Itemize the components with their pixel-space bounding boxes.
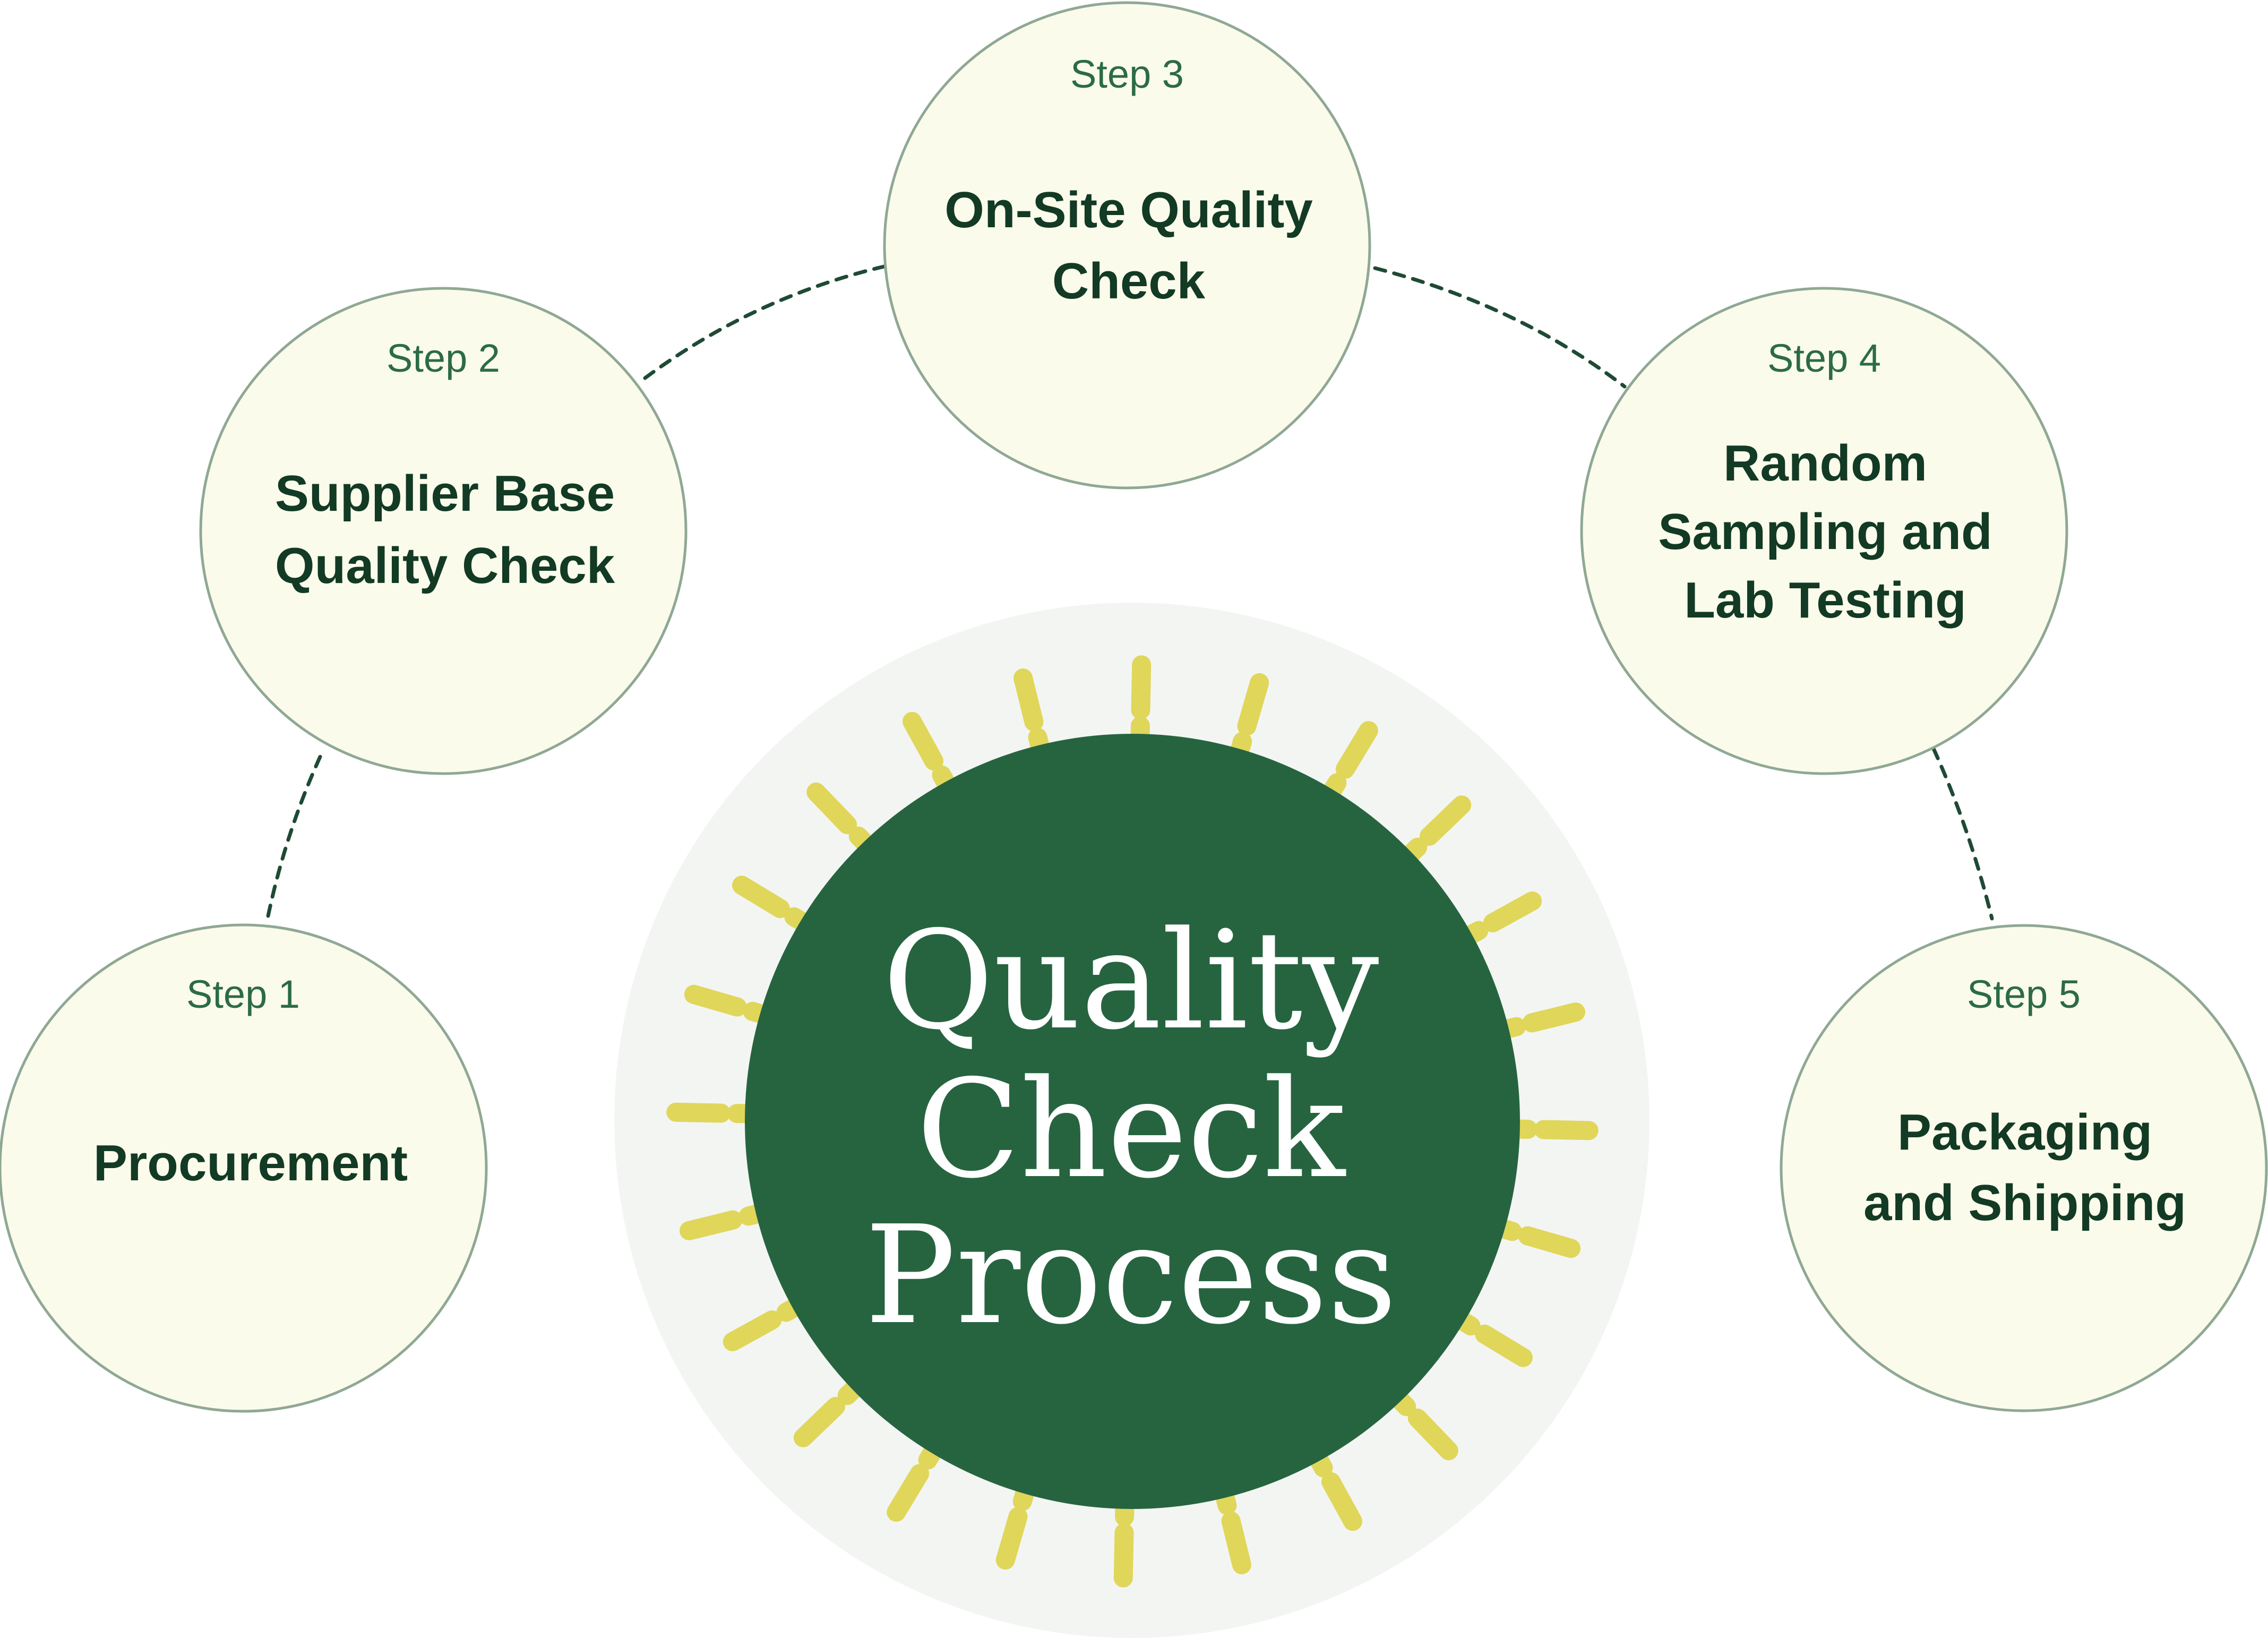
- connector-step1-step2: [266, 747, 326, 918]
- step-4-title-line-1: Random: [1723, 435, 1927, 492]
- ray-segment: [903, 711, 943, 771]
- step-3-title-line-1: On-Site Quality: [944, 182, 1312, 238]
- ray-segment: [1321, 1472, 1362, 1531]
- ray-segment: [1534, 1120, 1599, 1140]
- ray-segment: [1221, 1511, 1251, 1574]
- step-1-circle: [0, 923, 488, 1413]
- ray-segment: [666, 1102, 731, 1123]
- ray-segment: [995, 1507, 1028, 1570]
- ray-segment: [1518, 1226, 1581, 1258]
- ray-segment: [806, 782, 857, 835]
- step-3-title-line-2: Check: [1052, 253, 1206, 310]
- ray-segment: [1113, 1523, 1134, 1588]
- step-3-circle: [883, 1, 1371, 490]
- step-2-label: Step 2: [386, 336, 500, 380]
- step-connectors: [266, 264, 1994, 921]
- step-5-title-line-1: Packaging: [1897, 1104, 2152, 1161]
- ray-segment: [1013, 668, 1044, 732]
- ray-segment: [887, 1464, 930, 1522]
- ray-segment: [1419, 795, 1472, 846]
- ray-segment: [732, 876, 790, 919]
- ray-segment: [793, 1396, 846, 1447]
- step-5-circle: [1780, 924, 2268, 1412]
- step-2-node: Step 2 Supplier Base Quality Check: [199, 287, 688, 775]
- step-4-circle: [1580, 287, 2068, 775]
- step-2-circle: [199, 287, 688, 775]
- step-1-node: Step 1 Procurement: [0, 923, 488, 1413]
- step-3-node: Step 3 On-Site Quality Check: [883, 1, 1371, 490]
- ray-segment: [1522, 1002, 1585, 1033]
- ray-segment: [1131, 655, 1152, 720]
- step-5-label: Step 5: [1967, 972, 2081, 1016]
- step-1-label: Step 1: [186, 972, 300, 1016]
- connector-step4-step5: [1931, 747, 1994, 921]
- center-title-line-2: Check: [916, 1051, 1346, 1208]
- step-5-title-line-2: and Shipping: [1863, 1174, 2186, 1231]
- step-4-node: Step 4 Random Sampling and Lab Testing: [1580, 287, 2068, 775]
- center-title-line-3: Process: [865, 1197, 1397, 1354]
- ray-segment: [1407, 1408, 1458, 1461]
- step-5-node: Step 5 Packaging and Shipping: [1780, 924, 2268, 1412]
- step-3-label: Step 3: [1070, 52, 1184, 96]
- ray-segment: [684, 984, 747, 1017]
- step-4-title-line-2: Sampling and: [1658, 503, 1992, 560]
- ray-segment: [1475, 1324, 1533, 1367]
- ray-segment: [723, 1310, 782, 1351]
- step-4-title-line-3: Lab Testing: [1684, 572, 1966, 629]
- center-title-line-1: Quality: [883, 902, 1379, 1060]
- step-2-title-line-1: Supplier Base: [275, 465, 615, 522]
- connector-step3-step4: [1373, 266, 1627, 389]
- step-1-title-line-1: Procurement: [93, 1135, 408, 1191]
- connector-step2-step3: [643, 264, 886, 380]
- step-2-title-line-2: Quality Check: [275, 537, 615, 594]
- step-4-label: Step 4: [1767, 336, 1881, 380]
- center-circle: [745, 734, 1520, 1509]
- ray-segment: [1237, 673, 1269, 736]
- ray-segment: [680, 1210, 743, 1240]
- ray-segment: [1335, 721, 1378, 779]
- ray-segment: [1483, 891, 1542, 932]
